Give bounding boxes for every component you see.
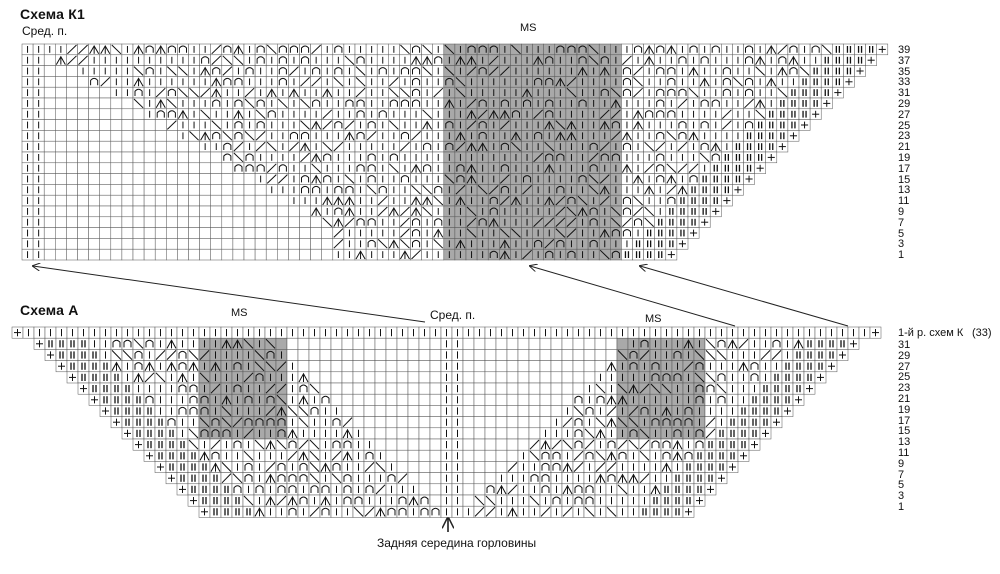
row-number: 39 <box>898 44 911 56</box>
chart-a-ms-right: MS <box>645 313 662 325</box>
row-number: 17 <box>898 162 911 175</box>
row-number: 31 <box>898 87 911 100</box>
row-number: 1 <box>898 500 905 513</box>
row-number: 37 <box>898 54 911 67</box>
arrow-middle <box>530 266 736 327</box>
row-number: 11 <box>898 446 910 459</box>
chart-k1-center-label: Сред. п. <box>22 24 68 38</box>
row-number: 5 <box>898 227 905 240</box>
row-number: 35 <box>898 65 911 78</box>
row-number: 15 <box>898 173 911 186</box>
row-number: 9 <box>898 457 905 470</box>
row-number: 25 <box>898 119 911 132</box>
row-number: 3 <box>898 238 905 251</box>
row-number: 27 <box>898 360 911 373</box>
row-number: 17 <box>898 414 911 427</box>
row-number: 21 <box>898 141 911 154</box>
row-number: 19 <box>898 151 911 164</box>
row-number: 1 <box>898 249 905 262</box>
chart-a-grid <box>11 326 882 518</box>
row-number: 13 <box>898 436 911 449</box>
row-number: 31 <box>898 339 911 351</box>
row-number: 29 <box>898 349 911 362</box>
row-number: 9 <box>898 205 905 218</box>
row-number: 7 <box>898 468 905 481</box>
row-number: 3 <box>898 490 905 503</box>
row-number: 23 <box>898 130 911 143</box>
chart-a-top-row-count: (33) <box>972 327 992 339</box>
chart-k1-grid <box>21 43 889 261</box>
chart-a-ms-left: MS <box>231 307 248 319</box>
row-number: 25 <box>898 371 911 384</box>
row-number: 11 <box>898 195 910 208</box>
arrow-right <box>640 266 849 327</box>
chart-a-title: Схема А <box>20 302 79 318</box>
row-number: 27 <box>898 108 911 121</box>
chart-a-center-label: Сред. п. <box>430 308 476 322</box>
chart-k1-title: Схема К1 <box>20 6 85 22</box>
chart-a-top-row-label: 1-й р. схем К <box>898 327 964 339</box>
row-number: 19 <box>898 403 911 416</box>
neck-center-label: Задняя середина горловины <box>377 536 537 550</box>
arrow-left <box>33 266 426 323</box>
row-number: 29 <box>898 97 911 110</box>
row-number: 23 <box>898 382 911 395</box>
row-number: 13 <box>898 184 911 197</box>
row-number: 15 <box>898 425 911 438</box>
row-number: 5 <box>898 479 905 492</box>
row-number: 21 <box>898 392 911 405</box>
chart-k1-ms-label: MS <box>520 22 537 34</box>
row-number: 7 <box>898 216 905 229</box>
row-number: 33 <box>898 76 911 89</box>
